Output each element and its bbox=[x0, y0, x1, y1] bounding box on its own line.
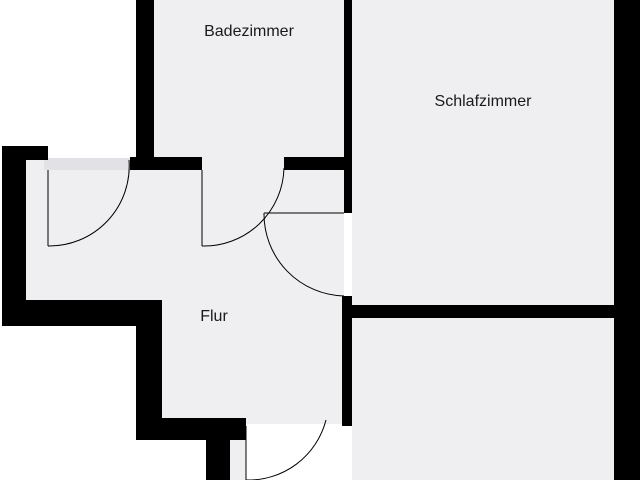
floor-lower-room bbox=[352, 318, 614, 480]
wall bbox=[206, 418, 230, 480]
wall bbox=[136, 0, 154, 170]
floor-badezimmer bbox=[154, 0, 344, 165]
room-label-schlafzimmer: Schlafzimmer bbox=[435, 93, 533, 110]
doors bbox=[47, 159, 345, 480]
door bbox=[201, 167, 285, 247]
room-label-flur: Flur bbox=[200, 308, 228, 325]
wall bbox=[342, 296, 352, 426]
floor-areas bbox=[24, 0, 614, 480]
door bbox=[245, 419, 327, 480]
room-labels: Badezimmer Schlafzimmer Flur bbox=[200, 23, 532, 325]
floor-flur bbox=[24, 160, 344, 480]
wall bbox=[284, 157, 352, 170]
wall bbox=[614, 0, 640, 480]
door bbox=[47, 159, 130, 247]
door bbox=[263, 212, 345, 297]
wall bbox=[2, 300, 162, 326]
wall bbox=[136, 300, 162, 440]
floor-entry-niche bbox=[44, 158, 130, 170]
wall bbox=[130, 157, 202, 170]
room-label-badezimmer: Badezimmer bbox=[204, 23, 294, 40]
floor-schlafzimmer bbox=[352, 0, 614, 305]
wall bbox=[344, 0, 352, 213]
wall bbox=[352, 305, 614, 318]
wall bbox=[2, 146, 26, 326]
